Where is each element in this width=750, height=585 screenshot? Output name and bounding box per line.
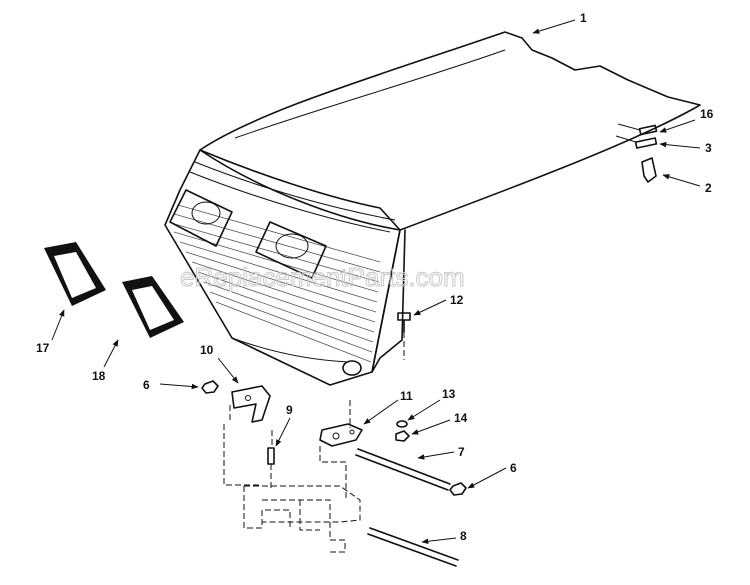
nut-6-left bbox=[201, 380, 219, 394]
headlight-bezel-17 bbox=[44, 242, 106, 306]
callout-12: 12 bbox=[450, 293, 464, 307]
callout-3: 3 bbox=[705, 141, 712, 155]
callout-8: 8 bbox=[460, 529, 467, 543]
nut-6-right bbox=[449, 482, 467, 496]
callout-17: 17 bbox=[36, 341, 50, 355]
headlight-right bbox=[255, 221, 327, 279]
washer-14 bbox=[395, 430, 410, 442]
callout-14: 14 bbox=[454, 411, 468, 425]
bracket-11 bbox=[319, 423, 363, 447]
hood-latch-knob bbox=[342, 360, 362, 376]
bolt-12 bbox=[397, 312, 411, 360]
rod-8 bbox=[367, 527, 459, 567]
callout-2: 2 bbox=[705, 181, 712, 195]
callout-11: 11 bbox=[400, 389, 413, 403]
bracket-10 bbox=[231, 385, 271, 423]
callout-1: 1 bbox=[580, 11, 587, 25]
callout-10: 10 bbox=[200, 343, 214, 357]
watermark: eReplacementParts.com bbox=[180, 262, 465, 292]
headlight-bezel-18 bbox=[122, 276, 184, 338]
callout-9: 9 bbox=[286, 403, 293, 417]
headlight-left bbox=[169, 189, 233, 247]
hood bbox=[164, 31, 701, 386]
frame-outline bbox=[223, 400, 361, 553]
callout-16: 16 bbox=[700, 107, 714, 121]
callout-13: 13 bbox=[442, 387, 456, 401]
leader-lines bbox=[51, 19, 701, 545]
rod-7 bbox=[355, 448, 451, 491]
hood-rear-hardware bbox=[615, 123, 658, 183]
callout-6-left: 6 bbox=[143, 378, 150, 392]
washer-13 bbox=[396, 420, 408, 428]
pin-9 bbox=[267, 447, 275, 490]
callout-labels: 1 16 3 2 12 17 18 10 6 9 11 13 14 7 6 8 bbox=[36, 11, 714, 543]
callout-7: 7 bbox=[458, 445, 465, 459]
callout-6-right: 6 bbox=[510, 461, 517, 475]
callout-18: 18 bbox=[92, 369, 106, 383]
